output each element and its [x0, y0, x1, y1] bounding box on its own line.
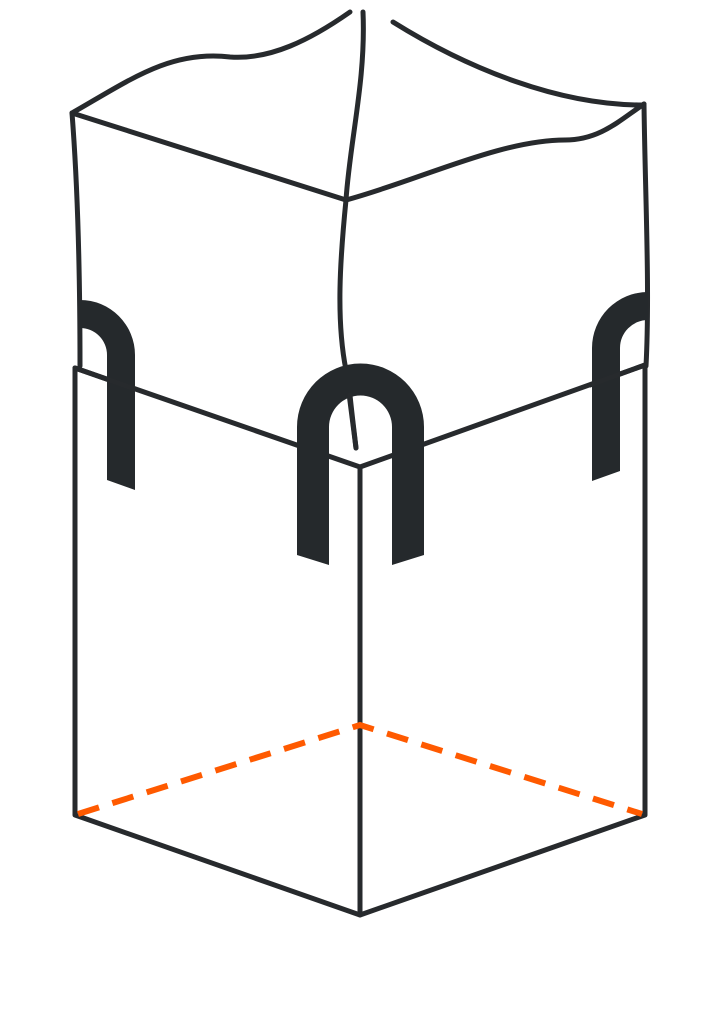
lifting-loop-left [80, 300, 135, 490]
top-flap-right-edge [390, 19, 645, 108]
bag-top-edge-overlap-left [72, 365, 138, 392]
center-seam-overlap [347, 392, 359, 451]
lifting-loop-right [592, 292, 648, 481]
top-flap-right-side [641, 101, 651, 369]
top-flap-left-edge [69, 9, 353, 116]
top-flap-front-right [343, 101, 647, 203]
lifting-loop-front [297, 363, 424, 565]
top-flap-left-side [69, 110, 83, 369]
bag-base-hidden-edges [77, 721, 643, 817]
top-flap-front-left [69, 110, 349, 203]
bag-top-edge-overlap-right [587, 362, 648, 388]
